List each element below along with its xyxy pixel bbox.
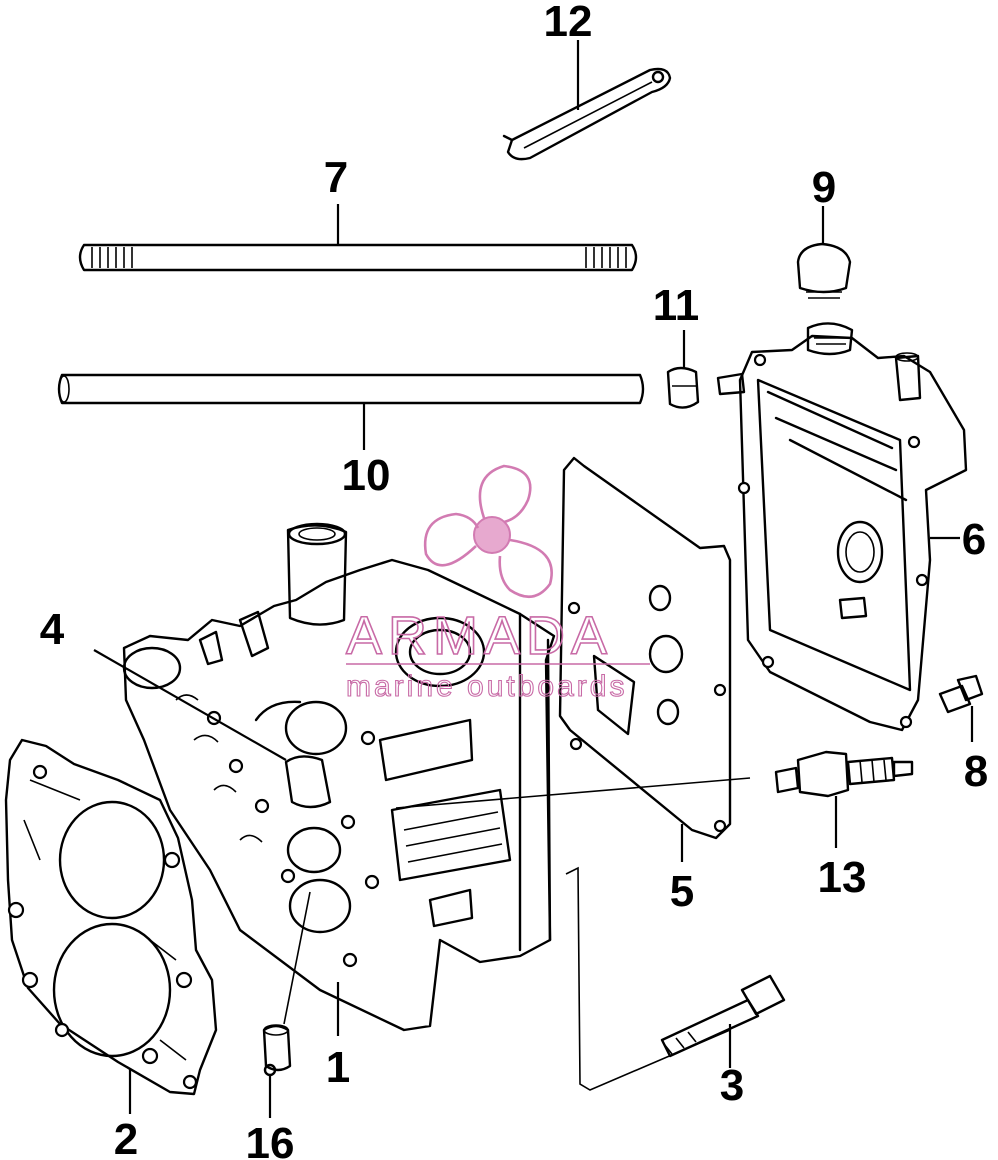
- callout-9: 9: [812, 163, 836, 212]
- callout-6: 6: [962, 515, 986, 564]
- part-12-bracket: [502, 67, 672, 161]
- callout-11: 11: [653, 281, 700, 330]
- part-13-spark-plug: [774, 750, 914, 798]
- callout-8: 8: [964, 747, 988, 796]
- callout-1: 1: [326, 1043, 350, 1092]
- part-8-bolt: [938, 674, 984, 714]
- callout-7: 7: [324, 153, 348, 202]
- callout-5: 5: [670, 867, 694, 916]
- callout-10: 10: [342, 451, 391, 500]
- part-2-head-gasket: [4, 738, 218, 1096]
- part-1-cylinder-head: [122, 522, 556, 1032]
- callout-12: 12: [544, 0, 593, 46]
- leader-3-link: [565, 866, 731, 1091]
- part-11-clip: [666, 366, 700, 409]
- part-3-bolt: [660, 974, 786, 1058]
- callout-16: 16: [246, 1119, 295, 1160]
- callout-2: 2: [114, 1115, 138, 1160]
- part-6-cover: [716, 322, 968, 732]
- propeller-logo-icon: [423, 464, 553, 598]
- callout-4: 4: [40, 605, 65, 654]
- armada-watermark: ARMADA marine outboards: [345, 464, 650, 704]
- leader-16-link: [283, 891, 311, 1025]
- watermark-brand: ARMADA: [346, 606, 613, 666]
- part-9-cap: [796, 242, 852, 299]
- part-5-gasket: [558, 456, 732, 840]
- leader-4: [93, 649, 287, 761]
- leader-13-link: [395, 777, 751, 809]
- watermark-tagline: marine outboards: [346, 670, 627, 703]
- part-7-threaded-rod: [78, 243, 638, 272]
- part-16-dowel: [262, 1024, 292, 1077]
- part-10-tube: [57, 373, 645, 405]
- callout-3: 3: [720, 1061, 744, 1110]
- callout-13: 13: [818, 853, 867, 902]
